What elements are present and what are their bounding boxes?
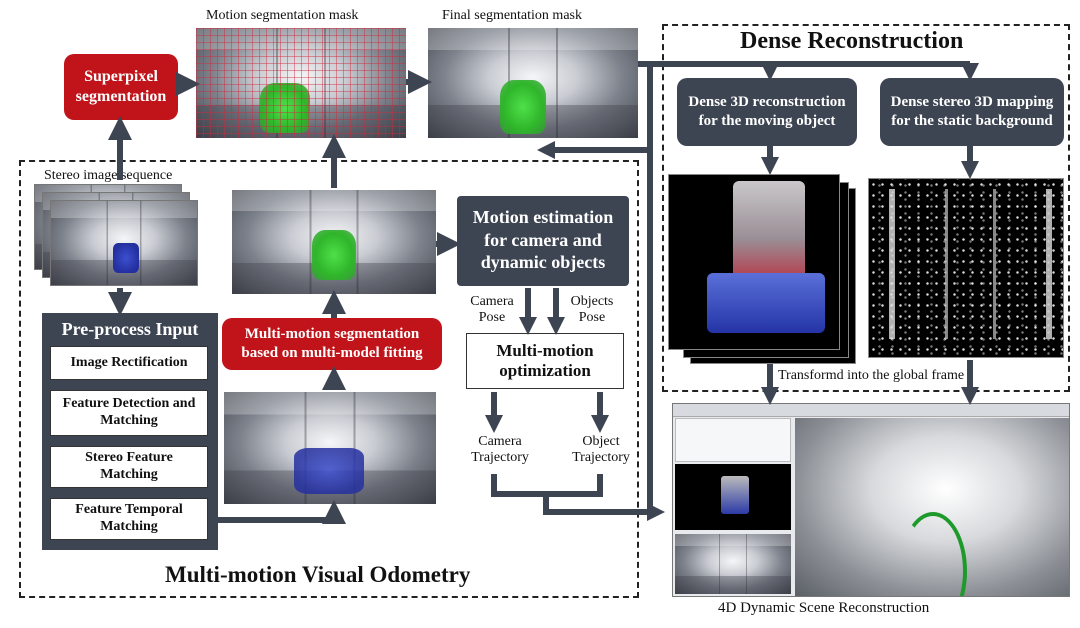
final-segmentation-mask-image	[428, 28, 638, 138]
viewer-object-view	[675, 464, 791, 530]
segmentation-result-image	[232, 190, 436, 294]
arrow-trajectories-to-scene	[491, 474, 603, 497]
corridor-left-wall	[889, 189, 948, 339]
preprocess-panel: Pre-process Input Image Rectification Fe…	[42, 313, 218, 550]
scene-4d-window	[672, 403, 1070, 597]
preprocess-item-stereo-matching: Stereo Feature Matching	[50, 446, 208, 488]
dense-static-background-box: Dense stereo 3D mapping for the static b…	[880, 78, 1064, 146]
corridor-right-wall	[993, 189, 1052, 339]
feature-tracks	[294, 448, 364, 494]
reconstructed-object-base	[707, 273, 825, 333]
multi-motion-segmentation-box: Multi-motion segmentation based on multi…	[222, 318, 442, 370]
arrow-merge-to-scene	[543, 494, 665, 521]
feature-tracks-image	[224, 392, 436, 504]
final-segmented-object	[500, 80, 546, 134]
viewer-toolbar	[673, 404, 1069, 417]
viewer-properties-panel	[675, 418, 791, 462]
camera-pose-label: Camera Pose	[470, 294, 514, 326]
visual-odometry-region	[19, 160, 639, 598]
camera-trajectory-line	[899, 512, 967, 596]
arrow-temporal-to-tracks	[218, 500, 346, 524]
static-point-cloud	[869, 179, 1063, 357]
preprocess-item-feature-detection: Feature Detection and Matching	[50, 390, 208, 436]
stereo-sequence-caption: Stereo image sequence	[44, 168, 173, 183]
segmentation-inliers	[312, 230, 356, 280]
preprocess-item-rectification: Image Rectification	[50, 346, 208, 380]
viewer-point-cloud	[795, 418, 1069, 596]
motion-estimation-label: Motion estimation for camera and dynamic…	[472, 207, 614, 272]
motion-mask-caption: Motion segmentation mask	[206, 8, 359, 23]
dense-moving-object-box: Dense 3D reconstruction for the moving o…	[677, 78, 857, 146]
camera-trajectory-label: Camera Trajectory	[471, 434, 529, 466]
superpixel-segmentation-box: Superpixel segmentation	[64, 54, 178, 120]
final-mask-caption: Final segmentation mask	[442, 8, 582, 23]
stereo-frame-front	[50, 200, 198, 286]
moving-recon-front	[668, 174, 840, 350]
stereo-object	[113, 243, 139, 273]
object-trajectory-label: Object Trajectory	[572, 434, 630, 466]
dense-reconstruction-title: Dense Reconstruction	[740, 28, 964, 54]
transform-caption: Transformd into the global frame	[778, 368, 965, 383]
reconstructed-object-top	[733, 181, 805, 277]
superpixel-grid	[196, 28, 406, 138]
static-background-map-image	[868, 178, 1064, 358]
segmented-object	[260, 83, 310, 133]
preprocess-title: Pre-process Input	[61, 319, 199, 339]
preprocess-item-temporal-matching: Feature Temporal Matching	[50, 498, 208, 540]
viewer-camera-view	[675, 534, 791, 594]
scene-4d-caption: 4D Dynamic Scene Reconstruction	[718, 600, 930, 616]
objects-pose-label: Objects Pose	[570, 294, 614, 326]
dense-reconstruction-region	[662, 24, 1070, 392]
motion-estimation-box: Motion estimation for camera and dynamic…	[457, 196, 629, 286]
visual-odometry-title: Multi-motion Visual Odometry	[165, 562, 471, 587]
multi-motion-optimization-box: Multi-motion optimization	[466, 333, 624, 389]
motion-segmentation-mask-image	[196, 28, 406, 138]
viewer-object	[721, 476, 749, 514]
